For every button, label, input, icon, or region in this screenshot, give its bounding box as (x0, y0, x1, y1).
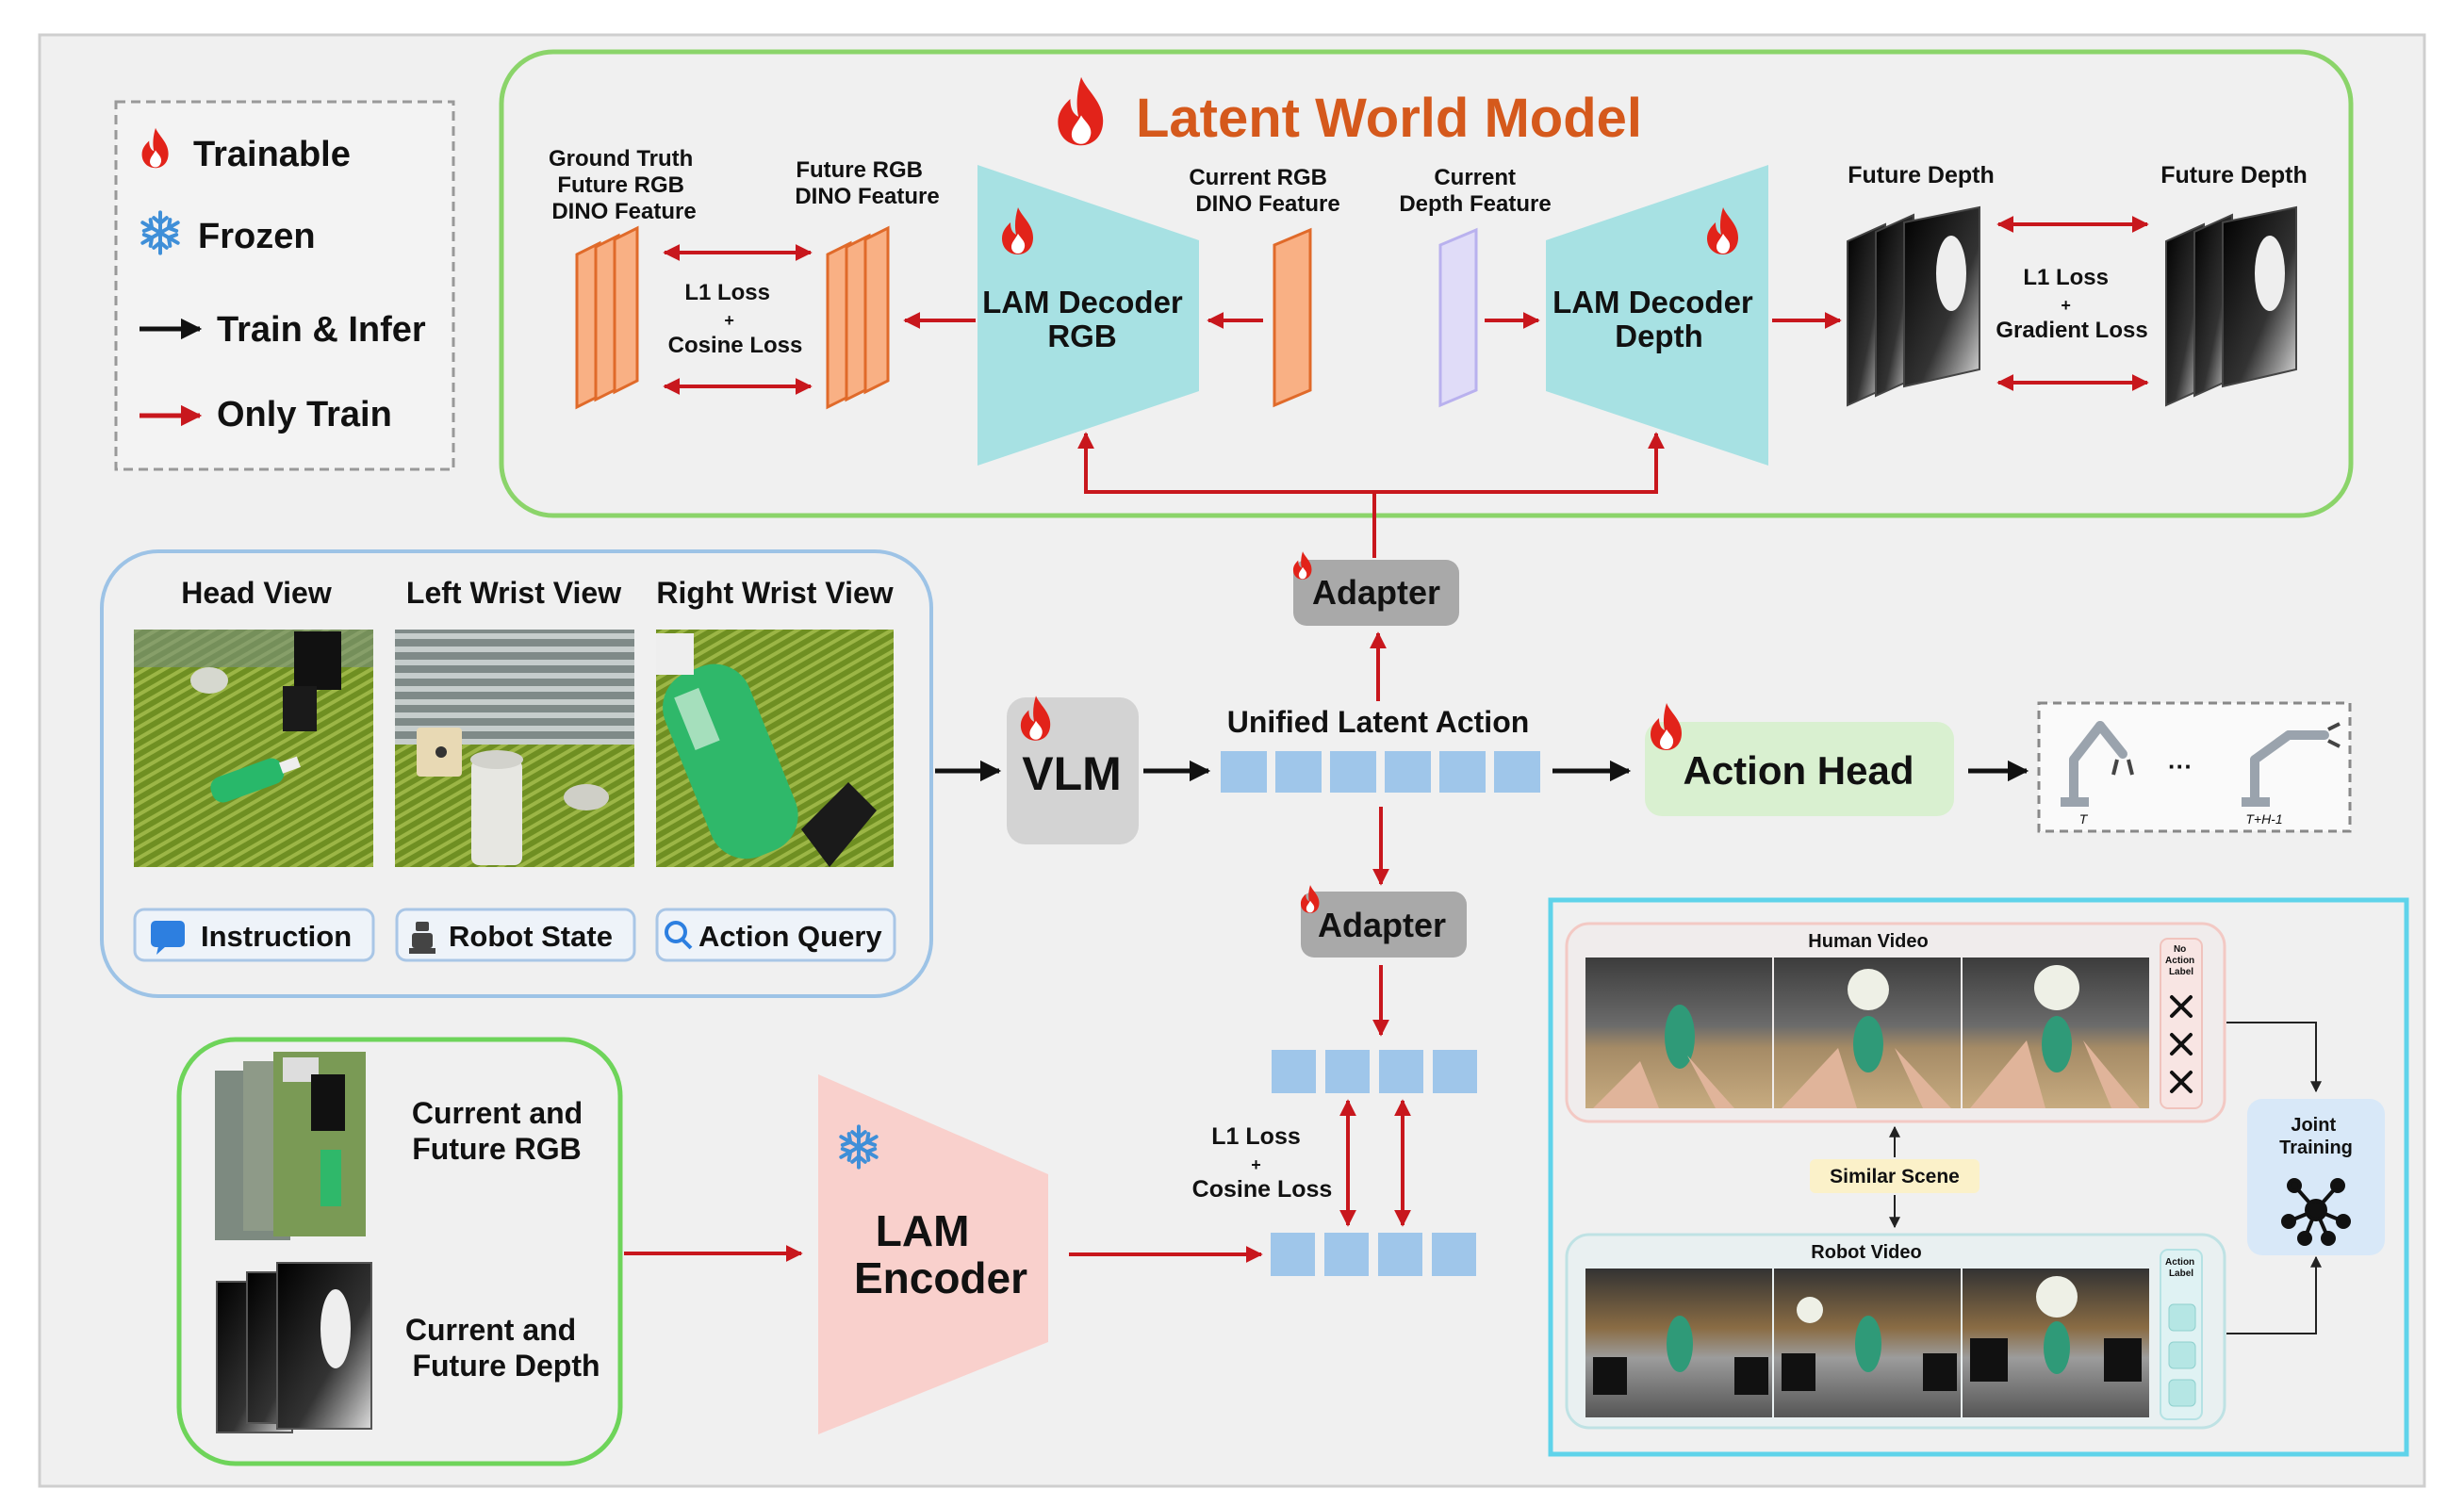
traj-dots-label: ··· (2168, 752, 2193, 780)
action-label-cells (2168, 1303, 2196, 1407)
joint-training-block (2247, 1099, 2385, 1255)
traj-start-label: T (2079, 811, 2089, 827)
unified-latent-tokens (1221, 751, 1540, 793)
encoder-output-tokens (1271, 1233, 1476, 1276)
adapter-to-decoders-connector (1077, 432, 1665, 494)
action-head-block: Action Head (1645, 703, 1954, 816)
legend-frozen: Frozen (198, 217, 316, 256)
robot-arm-icon (2250, 730, 2329, 802)
head-view-image (134, 630, 373, 867)
world-model-title: Latent World Model (1136, 88, 1642, 149)
current-depth-feature-plate (1438, 227, 1478, 408)
current-rgb-feature-label: Current RGB DINO Feature (1189, 165, 1339, 217)
legend-box: Trainable Frozen Train & Infer Only Trai… (114, 100, 455, 471)
no-action-label-column (2160, 938, 2203, 1109)
adapter-output-tokens (1272, 1050, 1477, 1093)
robot-state-label: Robot State (449, 920, 613, 953)
future-rgb-feature-stack (826, 225, 890, 410)
robot-video-label: Robot Video (1811, 1242, 1921, 1263)
human-video-frames (1585, 958, 2149, 1108)
robot-video-frames (1585, 1269, 2149, 1417)
rgb-sequence-stack (215, 1052, 366, 1240)
robot-state-chip: Robot State (395, 908, 636, 962)
vlm-block: VLM (1007, 696, 1139, 844)
action-query-chip: Action Query (655, 908, 896, 962)
network-icon (2281, 1178, 2351, 1246)
joint-training-panel: Human Video No Action Label (1548, 897, 2409, 1457)
right-wrist-view-label: Right Wrist View (656, 576, 893, 610)
future-rgb-feature-label: Future RGB DINO Feature (795, 157, 939, 209)
decoder-rgb-label: LAM Decoder RGB (982, 285, 1191, 353)
instruction-label: Instruction (201, 920, 352, 953)
robot-icon (409, 922, 435, 954)
right-wrist-view-image (656, 630, 894, 867)
future-depth-label-1: Future Depth (1848, 162, 1995, 188)
left-wrist-view-image (395, 630, 634, 867)
chat-icon (151, 921, 185, 947)
input-views-panel: Head View Left Wrist View Right Wrist Vi… (100, 549, 933, 998)
rgb-sequence-label: Current and Future RGB (412, 1096, 591, 1166)
action-head-label: Action Head (1683, 748, 1914, 793)
legend-only-train: Only Train (217, 395, 392, 434)
future-depth-stack-2 (2165, 205, 2297, 407)
vlm-label: VLM (1022, 747, 1122, 800)
no-label-cross-icon (2170, 995, 2193, 1093)
decoder-depth-label: LAM Decoder Depth (1552, 285, 1762, 353)
current-rgb-feature-plate (1273, 227, 1312, 408)
no-action-label-text: No Action Label (2165, 944, 2197, 977)
unified-latent-action-label: Unified Latent Action (1227, 705, 1530, 739)
latent-world-model-panel: Latent World Model Ground Truth Future R… (499, 49, 2354, 518)
encoder-input-panel: Current and Future RGB Current and Futur… (176, 1037, 623, 1466)
future-depth-label-2: Future Depth (2160, 162, 2308, 188)
depth-sequence-label: Current and Future Depth (405, 1313, 600, 1383)
adapter-bottom: Adapter (1300, 885, 1467, 958)
legend-train-infer: Train & Infer (217, 310, 426, 350)
loss-right-label: L1 Loss + Gradient Loss (1996, 265, 2147, 343)
similar-scene-label: Similar Scene (1830, 1166, 1960, 1187)
future-depth-stack-1 (1847, 205, 1980, 407)
action-query-label: Action Query (698, 920, 882, 953)
action-label-text: Action Label (2165, 1257, 2197, 1279)
robot-arm-icon (2069, 721, 2127, 802)
trajectory-box: ··· T T+H-1 (2037, 701, 2352, 833)
human-to-joint-connector (2226, 1022, 2322, 1093)
adapter-top: Adapter (1292, 551, 1459, 626)
joint-training-label: Joint Training (2279, 1115, 2353, 1158)
action-label-column (2160, 1249, 2203, 1420)
traj-end-label: T+H-1 (2245, 811, 2282, 827)
search-icon (665, 921, 687, 943)
similar-scene-badge (1810, 1159, 1979, 1193)
gt-feature-stack (575, 225, 639, 410)
loss-center-label: L1 Loss + Cosine Loss (1192, 1123, 1333, 1203)
human-video-label: Human Video (1808, 931, 1928, 952)
instruction-chip: Instruction (133, 908, 375, 962)
current-depth-feature-label: Current Depth Feature (1399, 165, 1551, 217)
adapter-top-label: Adapter (1312, 573, 1440, 612)
loss-left-label: L1 Loss + Cosine Loss (668, 280, 803, 358)
lam-encoder-label: LAM Encoder (854, 1206, 1027, 1302)
head-view-label: Head View (181, 576, 332, 610)
lam-encoder-block: LAM Encoder (818, 1074, 1048, 1434)
adapter-bottom-label: Adapter (1318, 906, 1446, 944)
gt-feature-label: Ground Truth Future RGB DINO Feature (549, 146, 699, 224)
left-wrist-view-label: Left Wrist View (406, 576, 621, 610)
robot-to-joint-connector (2226, 1255, 2322, 1334)
depth-sequence-stack (216, 1262, 372, 1433)
legend-trainable: Trainable (193, 135, 351, 174)
